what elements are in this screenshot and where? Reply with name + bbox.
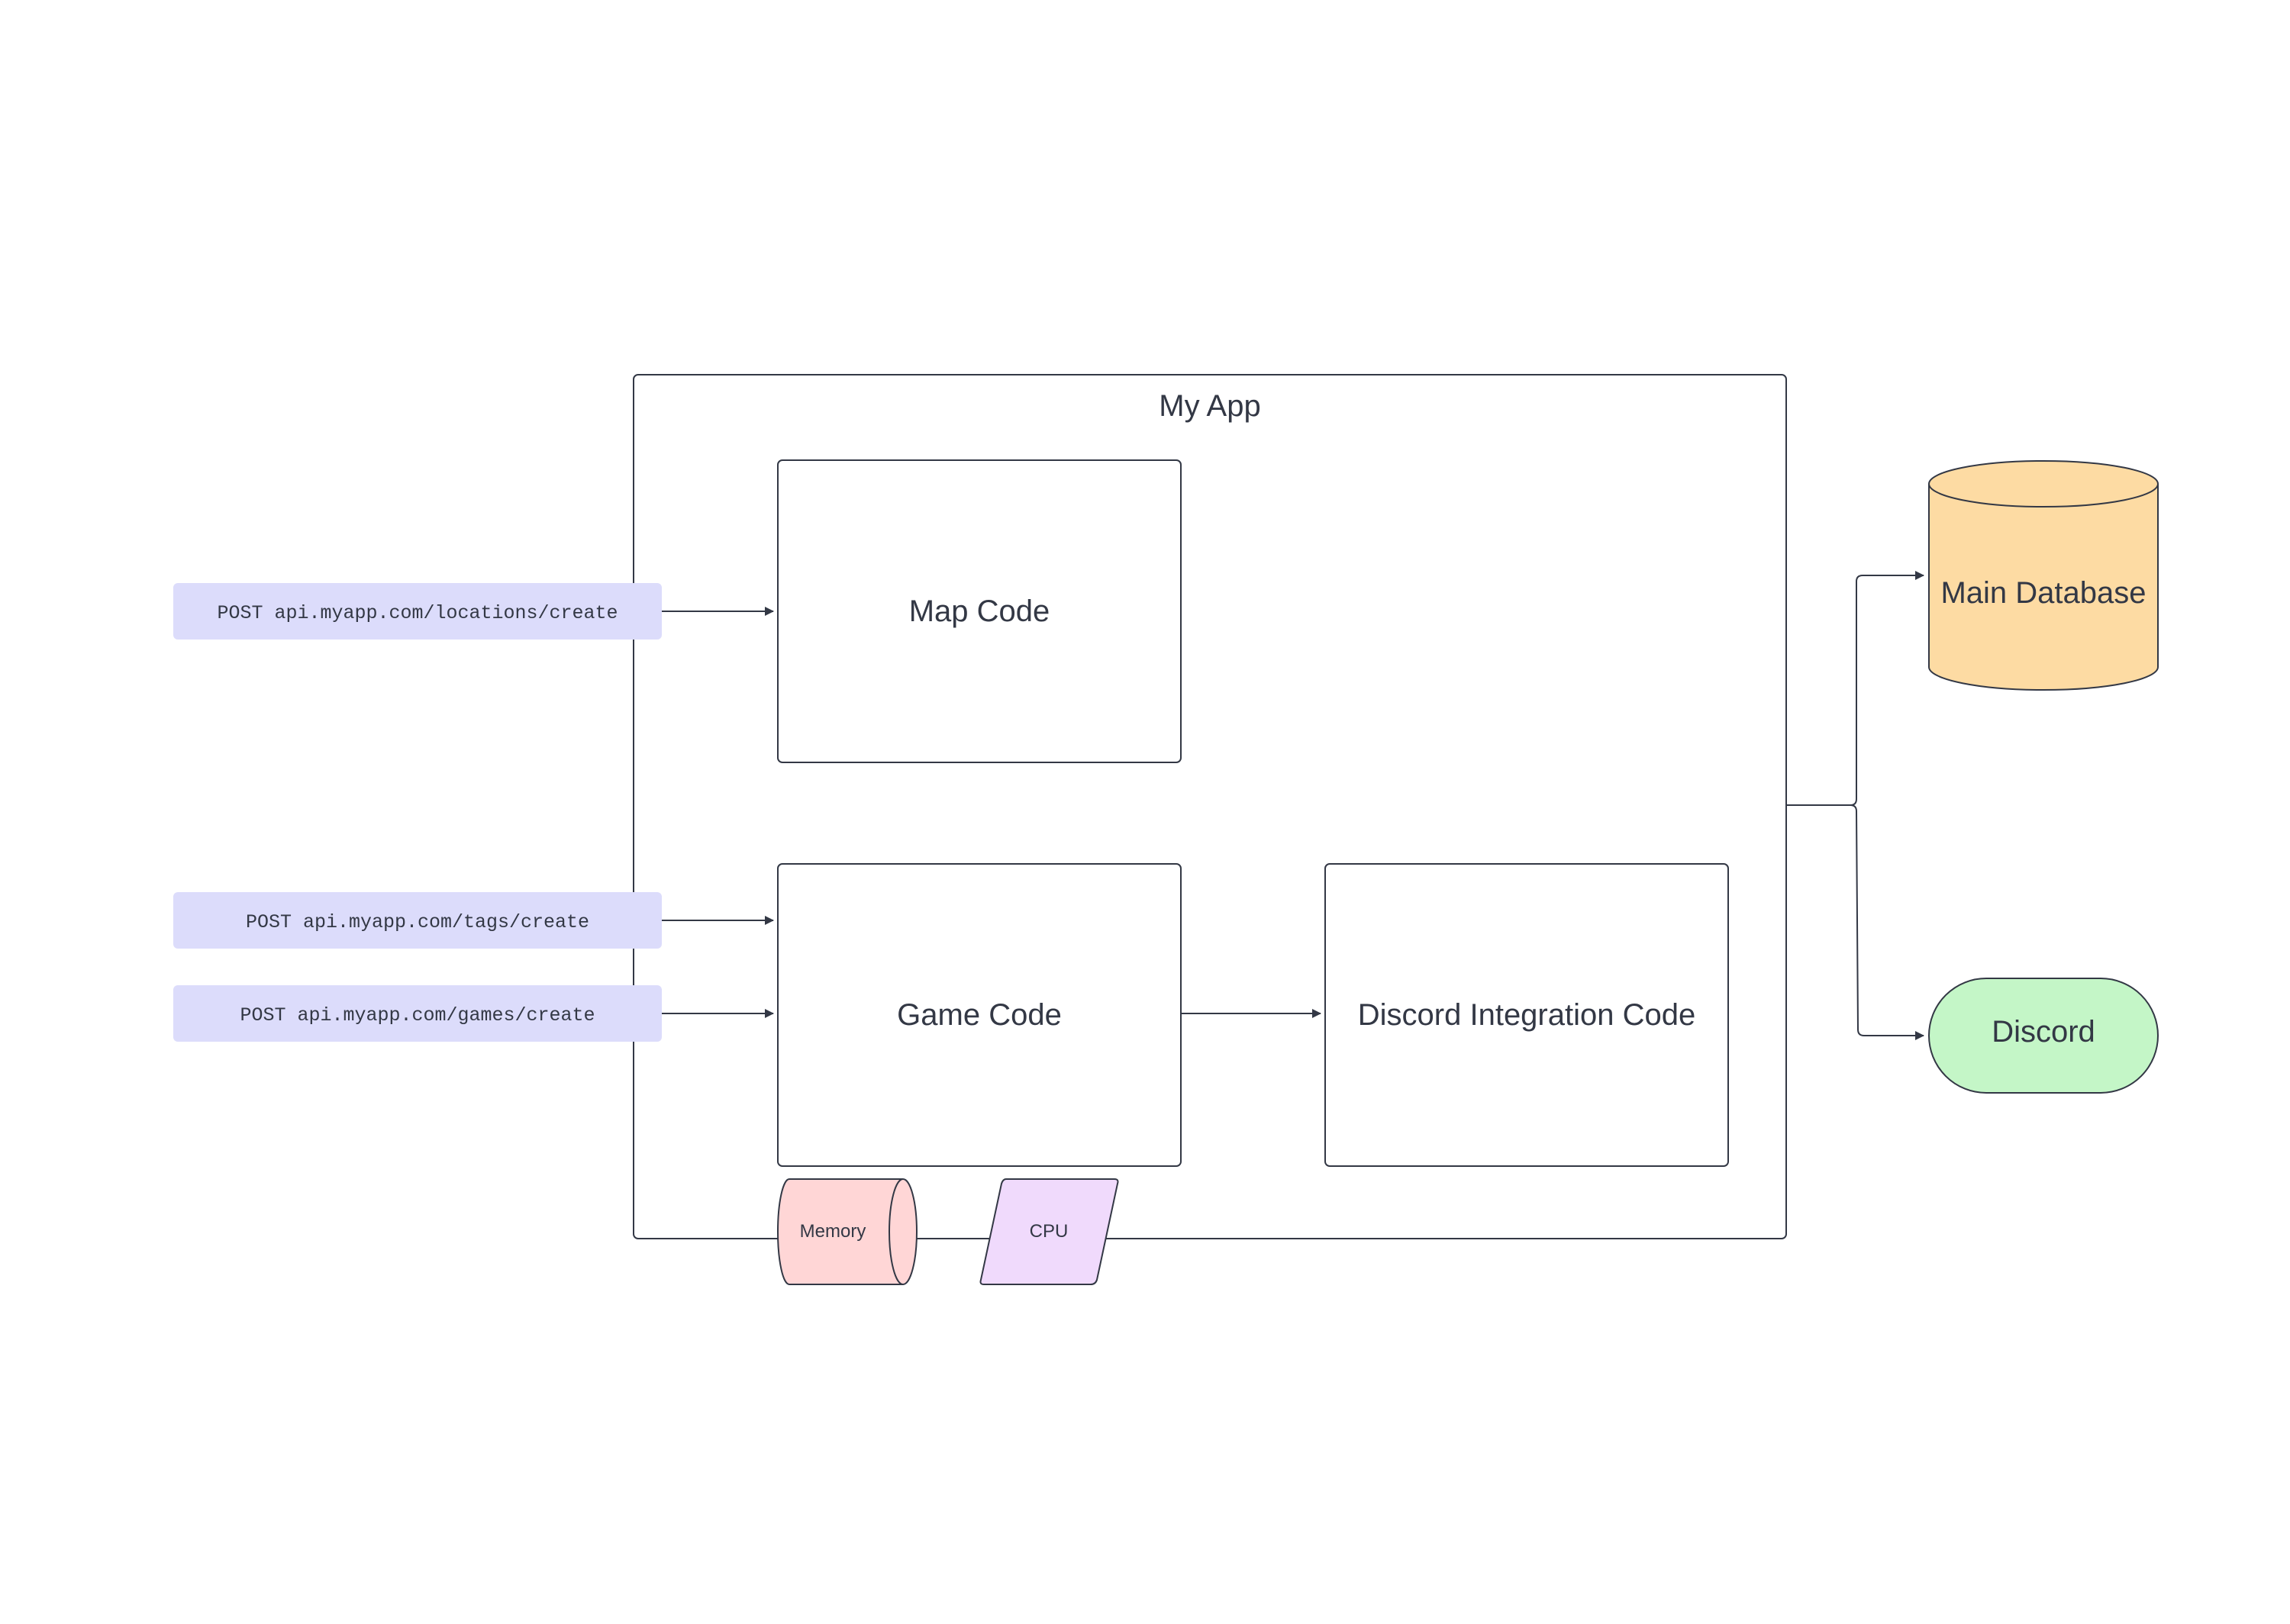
endpoint-games-label: POST api.myapp.com/games/create <box>240 1004 595 1026</box>
arrow-my-app-to-discord[interactable] <box>1786 804 1924 1040</box>
arrow-my-app-to-main-database[interactable] <box>1786 571 1924 806</box>
main-database-label: Main Database <box>1940 576 2146 610</box>
memory-node[interactable]: Memory <box>777 1178 918 1285</box>
endpoint-locations-label: POST api.myapp.com/locations/create <box>217 602 618 624</box>
map-code-box[interactable]: Map Code <box>777 459 1182 763</box>
discord-integration-code-label: Discord Integration Code <box>1358 998 1695 1032</box>
cpu-node[interactable]: CPU <box>979 1178 1119 1285</box>
endpoint-tags-label: POST api.myapp.com/tags/create <box>246 911 589 933</box>
game-code-label: Game Code <box>897 998 1062 1032</box>
discord-label: Discord <box>1992 1015 2095 1049</box>
game-code-box[interactable]: Game Code <box>777 863 1182 1167</box>
endpoint-games-create[interactable]: POST api.myapp.com/games/create <box>173 985 662 1042</box>
endpoint-locations-create[interactable]: POST api.myapp.com/locations/create <box>173 583 662 640</box>
discord-node[interactable]: Discord <box>1928 978 2159 1094</box>
map-code-label: Map Code <box>909 594 1050 628</box>
discord-integration-code-box[interactable]: Discord Integration Code <box>1324 863 1729 1167</box>
endpoint-tags-create[interactable]: POST api.myapp.com/tags/create <box>173 892 662 949</box>
my-app-title: My App <box>1159 389 1260 423</box>
cpu-label: CPU <box>1030 1221 1069 1242</box>
main-database-cylinder[interactable]: Main Database <box>1928 460 2159 691</box>
memory-label: Memory <box>800 1221 866 1242</box>
